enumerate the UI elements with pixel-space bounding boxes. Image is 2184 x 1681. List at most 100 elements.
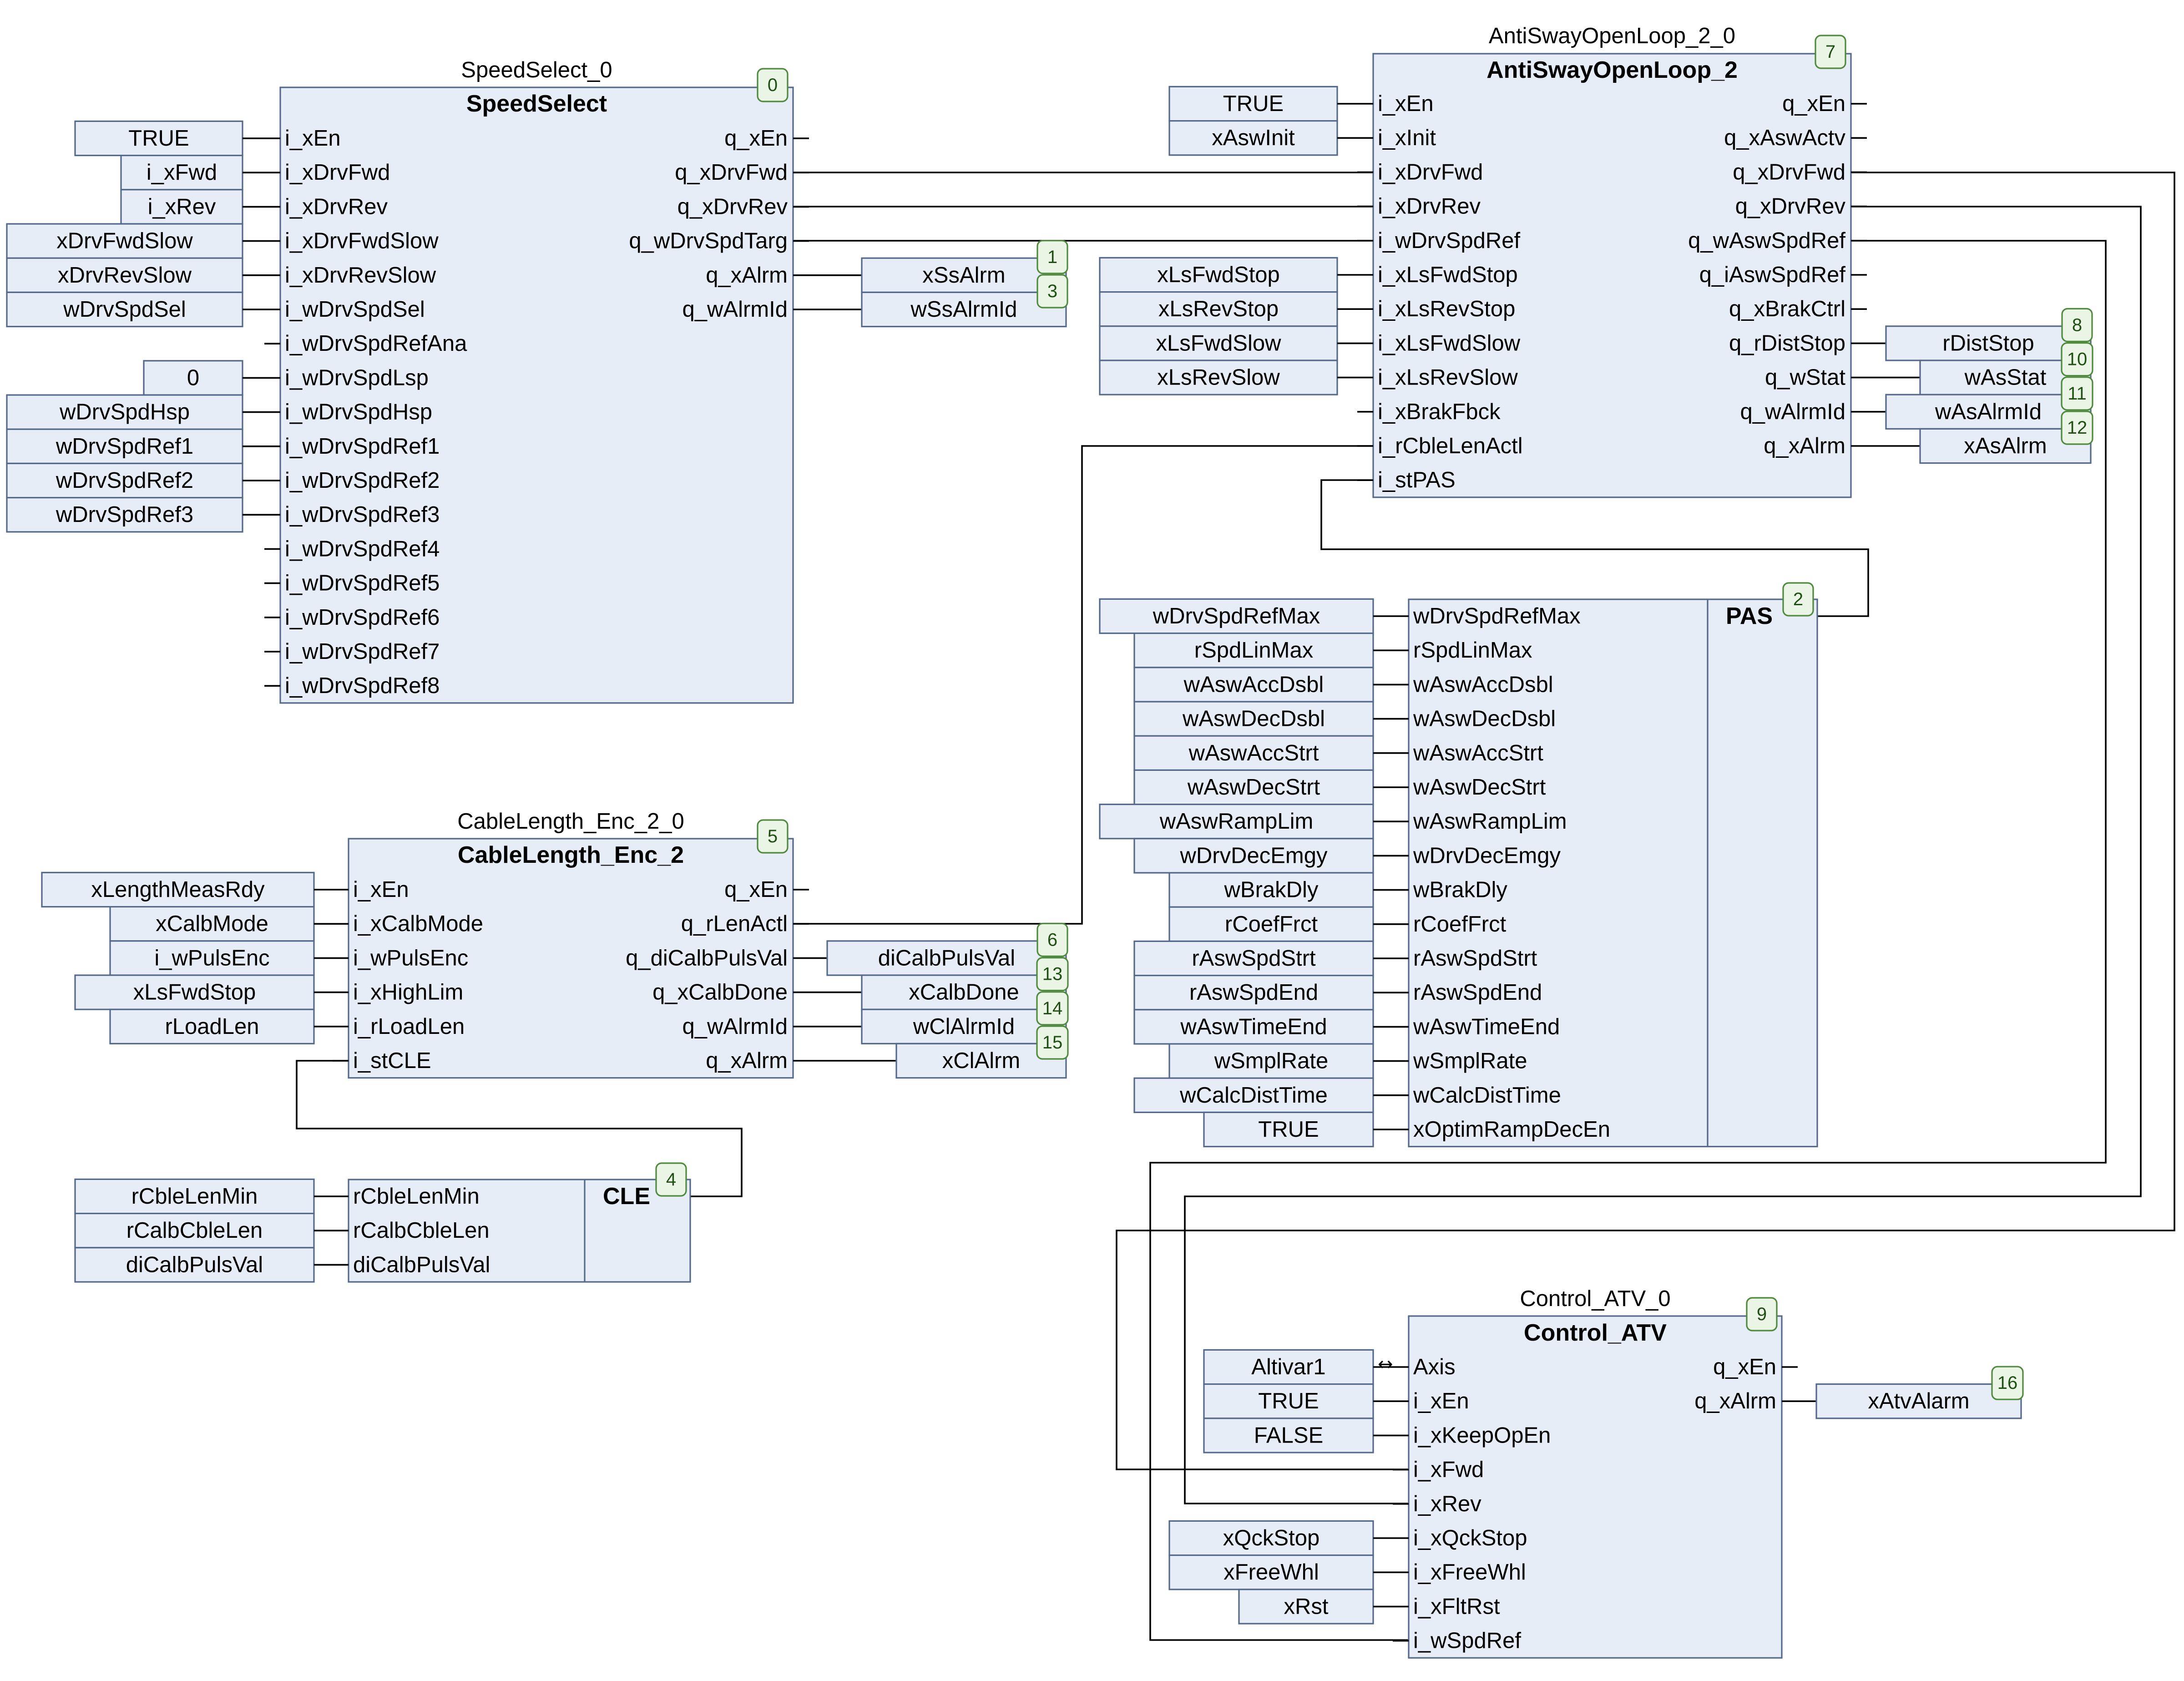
input-var-text: TRUE: [128, 126, 189, 151]
block-body-cl[interactable]: [348, 838, 794, 1079]
wire-cle-to-cablelength-enc-2-0-i-stcle[interactable]: [296, 1060, 743, 1197]
input-var-as-8[interactable]: xLsRevSlow: [1099, 359, 1357, 395]
input-var-text: Altivar1: [1251, 1355, 1325, 1379]
wire-antiswayopenloop-2-0-q-waswspdref-to-control-atv-0-i-wspdref[interactable]: [1149, 240, 2107, 1641]
input-var-pas-1[interactable]: rSpdLinMax: [1133, 632, 1393, 668]
input-var-text: TRUE: [1258, 1389, 1319, 1413]
input-var-pas-15[interactable]: TRUE: [1203, 1111, 1393, 1148]
pin-ss-i_wdrvspdsel: i_wDrvSpdSel: [285, 297, 425, 322]
input-var-ss-3[interactable]: xDrvFwdSlow: [6, 223, 264, 259]
input-var-ss-9[interactable]: wDrvSpdRef1: [6, 428, 264, 465]
pin-pas-waswtimeend: wAswTimeEnd: [1413, 1014, 1560, 1039]
input-var-pas-4[interactable]: wAswAccStrt: [1133, 735, 1393, 771]
input-var-ss-10[interactable]: wDrvSpdRef2: [6, 462, 264, 499]
pin-cl-i_xhighlim: i_xHighLim: [353, 980, 463, 1005]
input-var-ss-1[interactable]: i_xFwd: [120, 155, 264, 191]
exec-order-badge-output-12: 12: [2061, 410, 2093, 445]
input-var-pas-0[interactable]: wDrvSpdRefMax: [1099, 598, 1393, 634]
pin-ss-i_wdrvspdlsp: i_wDrvSpdLsp: [285, 365, 429, 390]
pin-as-i_wdrvspdref: i_wDrvSpdRef: [1378, 228, 1521, 253]
input-var-ss-8[interactable]: wDrvSpdHsp: [6, 394, 264, 430]
svg-text:9: 9: [1757, 1304, 1767, 1324]
svg-text:14: 14: [1042, 998, 1063, 1018]
input-var-as-1[interactable]: xAswInit: [1168, 120, 1357, 156]
block-atv[interactable]: Control_ATV_0Control_ATV9Axisi_xEni_xKee…: [1393, 1286, 1798, 1659]
input-var-pas-12[interactable]: wAswTimeEnd: [1133, 1009, 1393, 1045]
input-var-text: wDrvSpdSel: [63, 297, 186, 322]
input-var-atv-5[interactable]: xQckStop: [1168, 1520, 1393, 1556]
input-var-text: 0: [187, 365, 199, 390]
pin-ss-i_wdrvspdref1: i_wDrvSpdRef1: [285, 434, 440, 459]
block-cl[interactable]: CableLength_Enc_2_0CableLength_Enc_25i_x…: [333, 809, 809, 1079]
pin-as-i_xlsfwdstop: i_xLsFwdStop: [1378, 263, 1518, 287]
input-var-ss-4[interactable]: xDrvRevSlow: [6, 257, 264, 294]
pin-pas-waswramplim: wAswRampLim: [1413, 809, 1567, 834]
input-var-as-6[interactable]: xLsRevStop: [1099, 291, 1357, 327]
input-var-pas-7[interactable]: wDrvDecEmgy: [1133, 838, 1393, 874]
input-var-pas-14[interactable]: wCalcDistTime: [1133, 1077, 1393, 1113]
block-body-atv[interactable]: [1408, 1315, 1783, 1659]
input-var-ss-11[interactable]: wDrvSpdRef3: [6, 496, 264, 533]
block-pas[interactable]: PAS2wDrvSpdRefMaxrSpdLinMaxwAswAccDsblwA…: [1393, 582, 1818, 1148]
input-var-pas-5[interactable]: wAswDecStrt: [1133, 769, 1393, 805]
exec-order-badge-output-16: 16: [1991, 1366, 2024, 1400]
input-var-cle-1[interactable]: rCalbCbleLen: [74, 1213, 333, 1249]
input-var-pas-11[interactable]: rAswSpdEnd: [1133, 975, 1393, 1011]
input-var-atv-0[interactable]: Altivar1↔: [1203, 1349, 1393, 1385]
input-var-cle-0[interactable]: rCbleLenMin: [74, 1178, 333, 1215]
block-body-cle[interactable]: [348, 1179, 691, 1283]
pin-pas-raswspdend: rAswSpdEnd: [1413, 980, 1542, 1005]
input-var-pas-6[interactable]: wAswRampLim: [1099, 803, 1393, 840]
input-var-atv-6[interactable]: xFreeWhl: [1168, 1554, 1393, 1590]
input-var-ss-0[interactable]: TRUE: [74, 120, 264, 157]
pin-pas-wbrakdly: wBrakDly: [1413, 878, 1507, 902]
input-var-as-0[interactable]: TRUE: [1168, 86, 1357, 122]
input-var-ss-2[interactable]: i_xRev: [120, 189, 264, 225]
wire-antiswayopenloop-2-0-q-xdrvfwd-to-control-atv-0-i-xfwd[interactable]: [1116, 172, 2175, 1470]
input-var-pas-9[interactable]: rCoefFrct: [1168, 906, 1393, 942]
pin-pas-rspdlinmax: rSpdLinMax: [1413, 638, 1532, 663]
input-var-as-7[interactable]: xLsFwdSlow: [1099, 325, 1357, 361]
block-body-pas[interactable]: [1408, 598, 1818, 1148]
input-var-as-5[interactable]: xLsFwdStop: [1099, 257, 1357, 293]
pin-ss-i_xen: i_xEn: [285, 126, 341, 151]
block-ss[interactable]: SpeedSelect_0SpeedSelect0i_xEni_xDrvFwdi…: [264, 58, 809, 704]
input-var-pas-13[interactable]: wSmplRate: [1168, 1043, 1393, 1079]
input-var-cl-2[interactable]: i_wPulsEnc: [109, 940, 333, 976]
input-var-pas-8[interactable]: wBrakDly: [1168, 872, 1393, 908]
input-var-text: wAswDecDsbl: [1182, 707, 1325, 731]
input-var-cl-4[interactable]: rLoadLen: [109, 1008, 333, 1044]
input-var-pas-2[interactable]: wAswAccDsbl: [1133, 667, 1393, 703]
svg-text:3: 3: [1047, 281, 1057, 301]
pin-as-i_xlsfwdslow: i_xLsFwdSlow: [1378, 331, 1521, 355]
input-var-atv-2[interactable]: FALSE: [1203, 1418, 1393, 1453]
input-var-cl-1[interactable]: xCalbMode: [109, 906, 333, 942]
wire-cablelength-enc-2-0-q-rlenactl-to-antiswayopenloop-2-0-i-rcblelenactl[interactable]: [793, 445, 1373, 925]
input-var-cle-2[interactable]: diCalbPulsVal: [74, 1247, 333, 1283]
block-body-ss[interactable]: [279, 86, 794, 704]
wire-antiswayopenloop-2-0-q-xdrvrev-to-control-atv-0-i-xrev[interactable]: [1184, 206, 2142, 1504]
input-var-ss-7[interactable]: 0: [143, 360, 264, 396]
pin-as-q_xaswactv: q_xAswActv: [1724, 126, 1845, 150]
input-var-atv-1[interactable]: TRUE: [1203, 1383, 1393, 1419]
block-as[interactable]: AntiSwayOpenLoop_2_0AntiSwayOpenLoop_27i…: [1357, 24, 1867, 498]
input-var-cl-3[interactable]: xLsFwdStop: [74, 974, 333, 1010]
input-var-cl-0[interactable]: xLengthMeasRdy: [41, 871, 333, 908]
input-var-atv-7[interactable]: xRst: [1238, 1589, 1393, 1625]
pin-atv-i_xen: i_xEn: [1413, 1389, 1469, 1413]
wire-pas-to-antiswayopenloop-2-0-i-stpas[interactable]: [1320, 479, 1869, 617]
input-var-text: wDrvSpdHsp: [59, 400, 190, 425]
input-var-pas-10[interactable]: rAswSpdStrt: [1133, 940, 1393, 977]
input-var-pas-3[interactable]: wAswDecDsbl: [1133, 701, 1393, 737]
input-var-ss-5[interactable]: wDrvSpdSel: [6, 291, 264, 328]
